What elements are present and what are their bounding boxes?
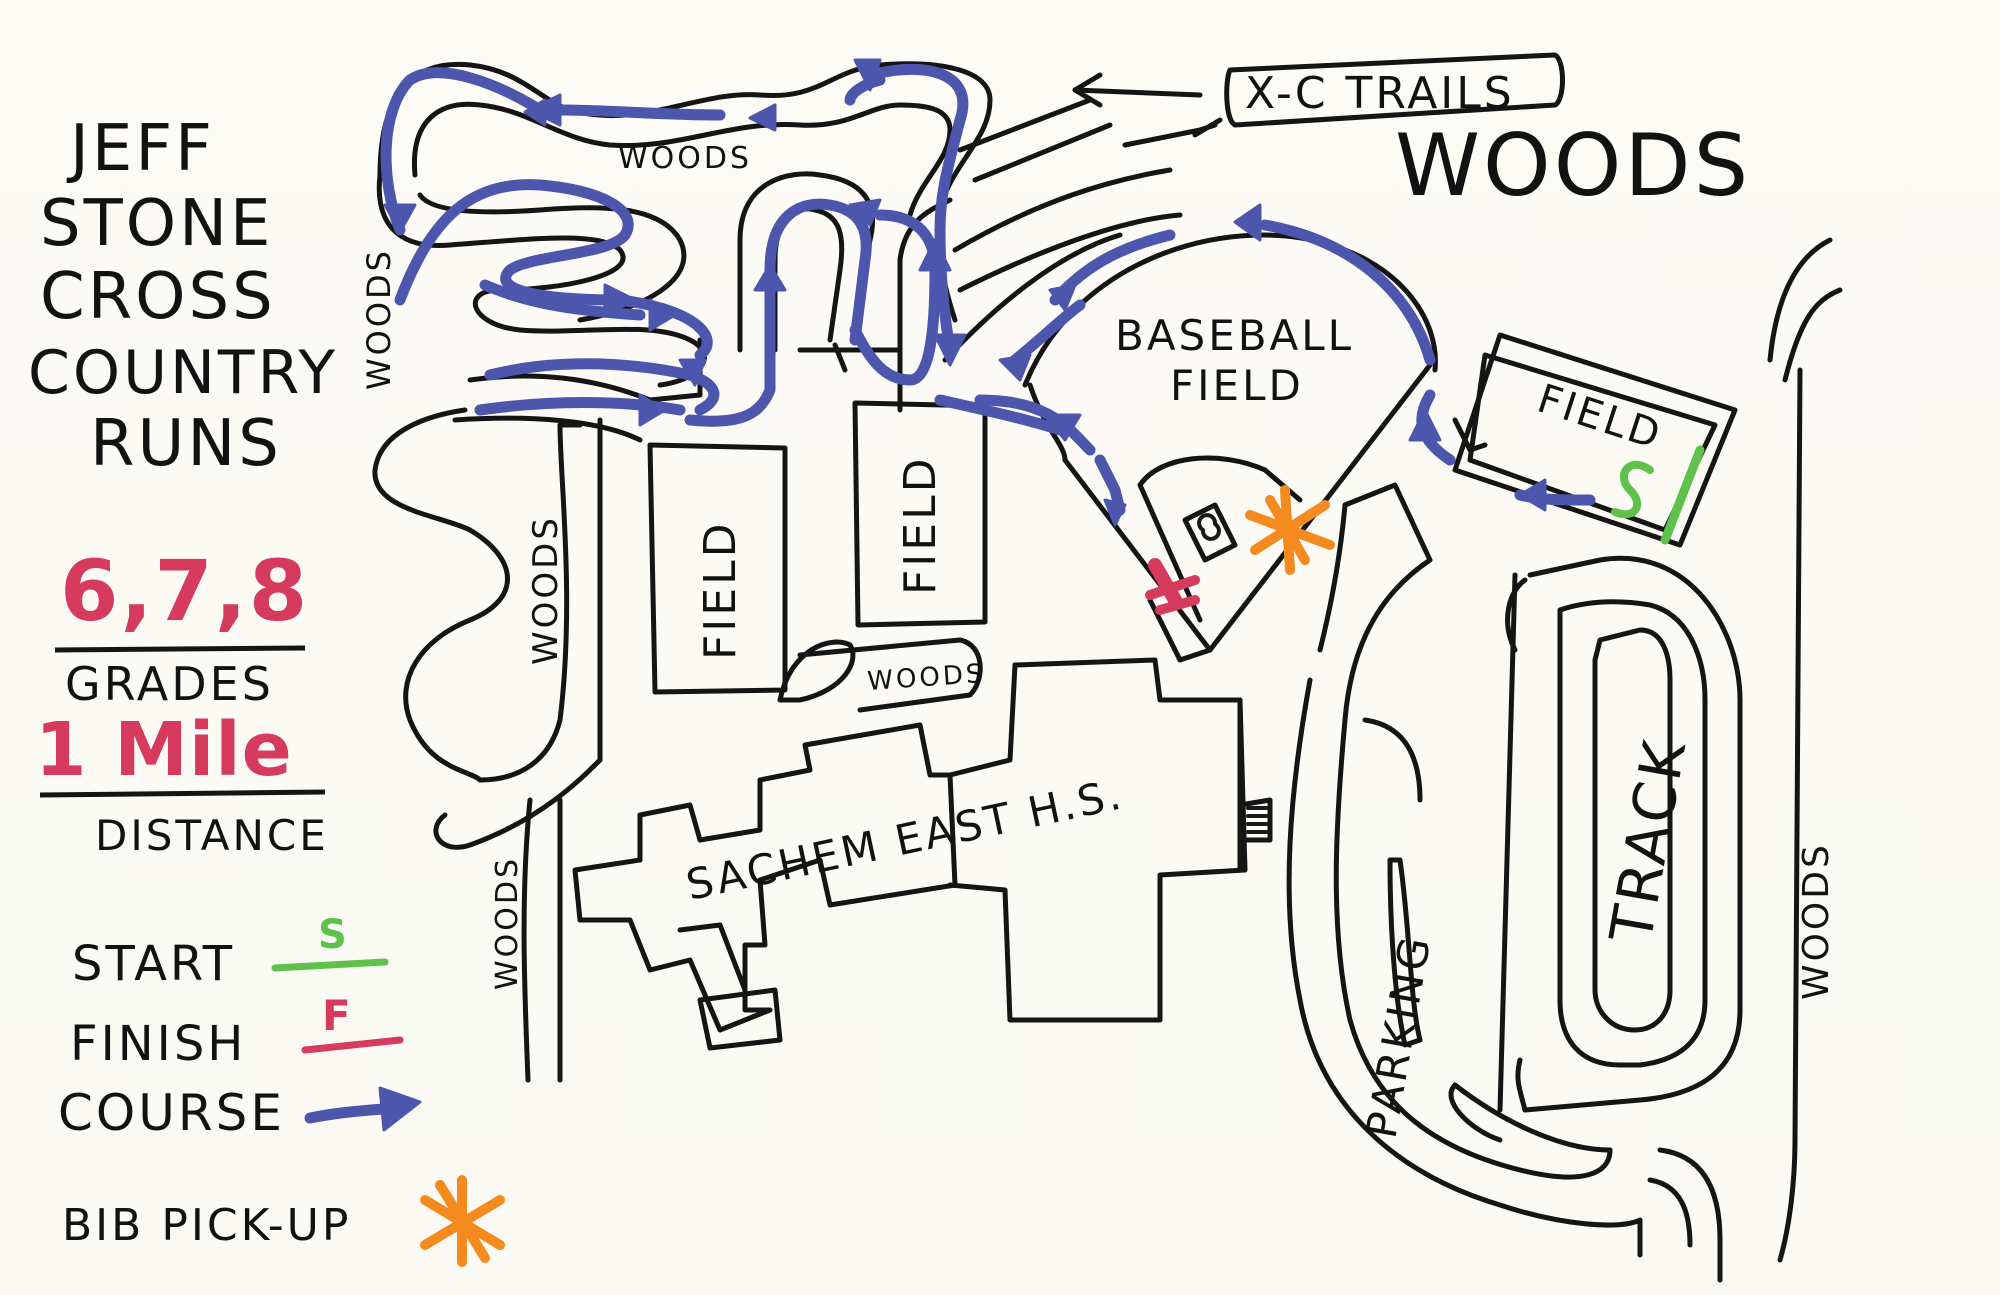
legend-start-symbol: S: [318, 912, 347, 958]
course-arrow-icon: [304, 1086, 422, 1132]
woods-left-vertical-label: WOODS: [360, 248, 398, 390]
title-line-5: RUNS: [90, 407, 282, 481]
bib-asterisk-icon: [420, 1175, 505, 1267]
woods-small-patch-label: WOODS: [866, 659, 986, 697]
legend-finish-symbol: F: [322, 991, 351, 1040]
grades-value: 6,7,8: [60, 542, 309, 640]
legend-course-label: COURSE: [58, 1084, 285, 1142]
start-marker-icon: [1611, 445, 1705, 545]
map-linework: [372, 52, 1843, 1283]
woods-top-right-label: WOODS: [1395, 116, 1751, 216]
baseball-field-label-line2: FIELD: [1170, 361, 1304, 410]
legend-finish-underline: [301, 1036, 404, 1054]
map-labels: X-C TRAILS WOODS WOODS WOODS WOODS WOODS…: [360, 68, 1837, 1142]
bib-asterisk-icon-map: [1245, 485, 1335, 575]
baseball-field-label-line1: BASEBALL: [1115, 311, 1354, 360]
field-1-label: FIELD: [695, 521, 746, 660]
distance-value: 1 Mile: [35, 707, 293, 793]
legend: START S FINISH F COURSE BIB PICK-UP: [58, 912, 505, 1267]
title-line-2: STONE: [40, 187, 273, 261]
title-line-1: JEFF: [66, 112, 215, 186]
stats-block: 6,7,8 GRADES 1 Mile DISTANCE: [35, 542, 329, 860]
xc-trails-label: X-C TRAILS: [1245, 68, 1515, 119]
legend-finish-label: FINISH: [70, 1016, 246, 1072]
title-line-3: CROSS: [40, 260, 276, 334]
distance-label: DISTANCE: [95, 811, 329, 860]
title-block: JEFF STONE CROSS COUNTRY RUNS: [28, 112, 338, 481]
woods-center-vertical-label: WOODS: [526, 515, 566, 665]
woods-lower-vertical-label: WOODS: [490, 856, 525, 990]
grades-label: GRADES: [65, 657, 274, 711]
legend-start-underline: [271, 958, 389, 972]
parking-label: PARKING: [1357, 931, 1441, 1142]
track-label: TRACK: [1597, 733, 1700, 948]
school-label: SACHEM EAST H.S.: [682, 769, 1128, 910]
woods-right-vertical-label: WOODS: [1796, 842, 1837, 1000]
course-arrowheads: [383, 58, 1547, 527]
legend-bib-label: BIB PICK-UP: [62, 1200, 351, 1251]
field-2-label: FIELD: [895, 456, 946, 595]
woods-top-mid-label: WOODS: [618, 141, 752, 176]
legend-start-label: START: [72, 936, 235, 992]
title-line-4: COUNTRY: [28, 338, 338, 408]
finish-marker-icon: [1145, 558, 1200, 615]
